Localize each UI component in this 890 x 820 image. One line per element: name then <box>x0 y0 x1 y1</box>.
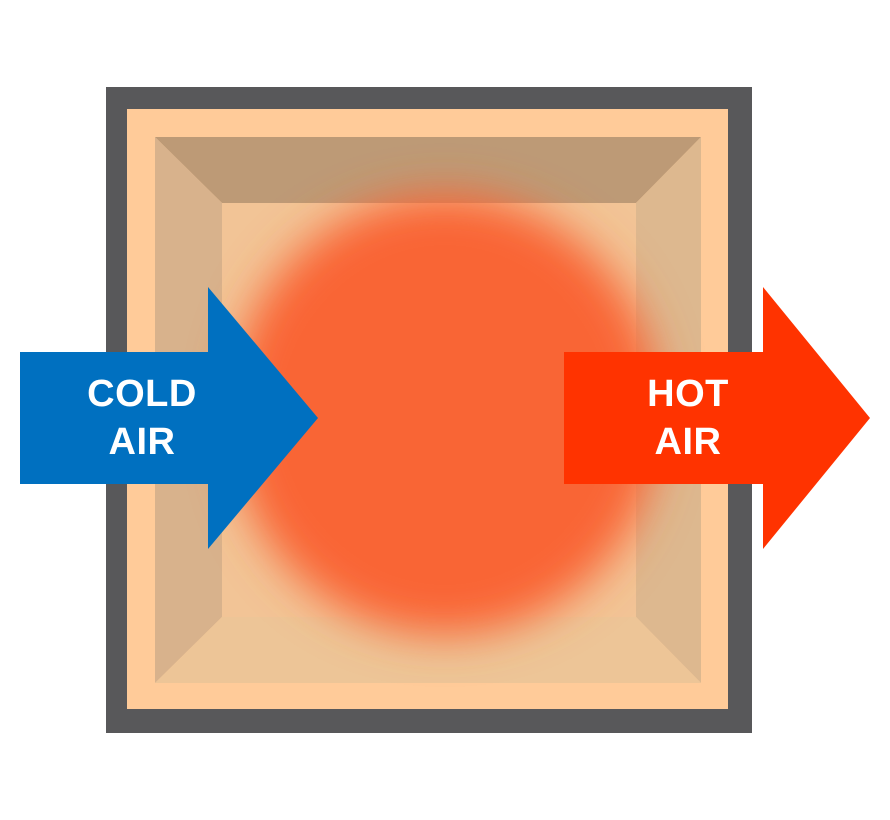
hot-air-arrow <box>564 287 870 549</box>
cold-air-label-line2: AIR <box>108 421 176 463</box>
cold-air-arrow <box>20 287 318 549</box>
hot-air-label-line1: HOT <box>647 373 729 415</box>
hot-air-label: HOT AIR <box>608 370 768 466</box>
cold-air-label: COLD AIR <box>62 370 222 466</box>
cold-air-label-line1: COLD <box>87 373 197 415</box>
hot-air-label-line2: AIR <box>654 421 722 463</box>
chamber-ceiling <box>155 137 701 203</box>
heat-glow <box>230 195 660 635</box>
chamber-floor <box>155 617 701 683</box>
